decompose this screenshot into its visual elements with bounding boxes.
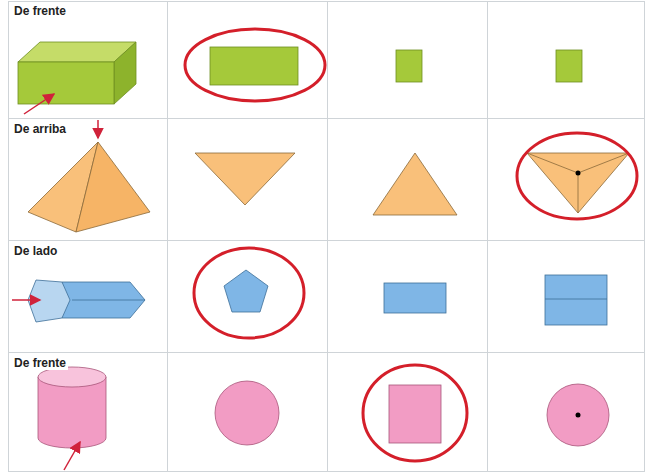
cylinder-row <box>38 365 609 470</box>
row-label: De frente <box>12 356 68 370</box>
prism-row <box>12 248 607 338</box>
row-label: De frente <box>12 4 68 18</box>
row-label: De arriba <box>12 122 68 136</box>
pyramid-row <box>28 120 637 232</box>
row-label: De lado <box>12 244 59 258</box>
green-box-row <box>18 29 582 114</box>
grid-lines <box>8 1 645 472</box>
